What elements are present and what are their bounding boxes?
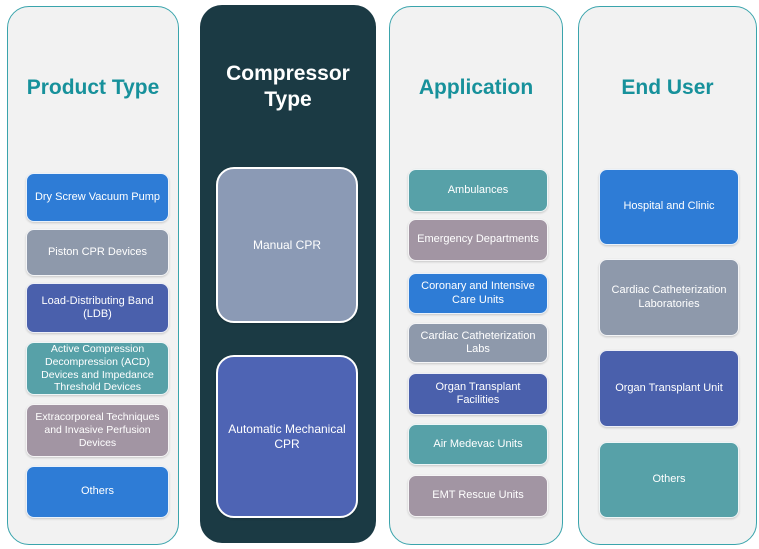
- application-item: Cardiac Catheterization Labs: [408, 323, 548, 363]
- item-label: Manual CPR: [252, 237, 322, 252]
- item-label: Emergency Departments: [417, 233, 539, 246]
- column-title-product-type: Product Type: [26, 76, 160, 99]
- end-user-item: Organ Transplant Unit: [599, 350, 739, 427]
- application-item: Ambulances: [408, 169, 548, 212]
- column-title-application: Application: [418, 76, 534, 99]
- compressor-type-item: Manual CPR: [216, 167, 358, 323]
- item-label: Coronary and Intensive Care Units: [421, 280, 535, 306]
- product-type-item: Load-Distributing Band (LDB): [26, 283, 169, 333]
- end-user-item: Cardiac Catheterization Laboratories: [599, 259, 739, 336]
- item-label: Load-Distributing Band (LDB): [41, 294, 154, 320]
- item-label: Piston CPR Devices: [47, 245, 148, 258]
- column-end-user: End User Hospital and Clinic Cardiac Cat…: [578, 6, 757, 545]
- application-item: Air Medevac Units: [408, 424, 548, 465]
- item-label: Dry Screw Vacuum Pump: [34, 190, 161, 203]
- column-title-compressor-type: Compressor Type: [226, 62, 350, 111]
- product-type-item: Piston CPR Devices: [26, 229, 169, 276]
- application-item: Organ Transplant Facilities: [408, 373, 548, 415]
- column-title-end-user: End User: [621, 76, 714, 99]
- item-label: Air Medevac Units: [433, 437, 523, 450]
- item-label: Others: [80, 485, 114, 498]
- column-product-type: Product Type Dry Screw Vacuum Pump Pisto…: [7, 6, 179, 545]
- item-label: Organ Transplant Facilities: [435, 380, 521, 406]
- application-item: EMT Rescue Units: [408, 475, 548, 517]
- item-label: EMT Rescue Units: [432, 489, 524, 502]
- item-label: Ambulances: [447, 183, 509, 196]
- item-label: Automatic Mechanical CPR: [228, 421, 346, 451]
- product-type-item: Extracorporeal Techniques and Invasive P…: [26, 404, 169, 457]
- application-item: Emergency Departments: [408, 219, 548, 261]
- column-application: Application Ambulances Emergency Departm…: [389, 6, 563, 545]
- product-type-item: Active Compression Decompression (ACD) D…: [26, 342, 169, 395]
- application-item: Coronary and Intensive Care Units: [408, 273, 548, 314]
- item-label: Active Compression Decompression (ACD) D…: [41, 342, 154, 394]
- item-label: Cardiac Catheterization Laboratories: [611, 284, 727, 310]
- column-compressor-type: Compressor Type Manual CPR Automatic Mec…: [200, 5, 376, 543]
- item-label: Extracorporeal Techniques and Invasive P…: [35, 411, 160, 449]
- product-type-item: Dry Screw Vacuum Pump: [26, 173, 169, 222]
- end-user-item: Others: [599, 442, 739, 518]
- item-label: Hospital and Clinic: [623, 200, 715, 213]
- product-type-item: Others: [26, 466, 169, 518]
- compressor-type-item: Automatic Mechanical CPR: [216, 355, 358, 518]
- end-user-item: Hospital and Clinic: [599, 169, 739, 245]
- item-label: Organ Transplant Unit: [615, 381, 723, 394]
- item-label: Cardiac Catheterization Labs: [420, 329, 536, 355]
- item-label: Others: [652, 473, 686, 486]
